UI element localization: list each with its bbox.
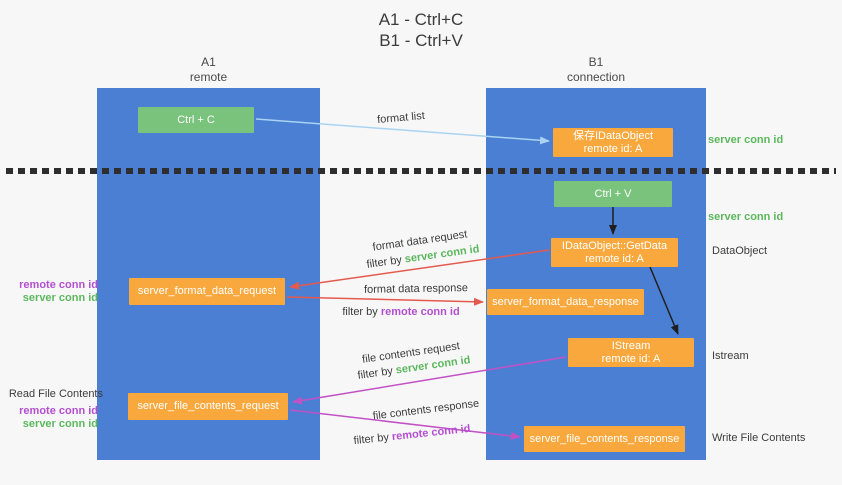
box-ctrl-c: Ctrl + C xyxy=(138,107,254,133)
side-remote-conn-id-1: remote conn id xyxy=(19,279,98,291)
server-file-contents-response-label: server_file_contents_response xyxy=(529,432,680,445)
side-istream: Istream xyxy=(712,350,749,362)
lifeline-a1-role: remote xyxy=(189,70,228,84)
side-write-file-contents: Write File Contents xyxy=(712,432,806,444)
istream-line1: IStream xyxy=(611,339,651,352)
side-server-conn-id-1-left: server conn id xyxy=(22,292,98,304)
side-server-conn-id-2-left: server conn id xyxy=(22,418,98,430)
ctrl-v-label: Ctrl + V xyxy=(594,187,632,200)
lifeline-header-a1: A1 remote xyxy=(97,55,320,85)
title-line-2: B1 - Ctrl+V xyxy=(379,31,463,50)
server-format-data-response-label: server_format_data_response xyxy=(492,295,639,308)
ctrl-c-label: Ctrl + C xyxy=(177,113,215,126)
box-server-format-data-response: server_format_data_response xyxy=(487,289,644,315)
arrow-getdata-to-istream xyxy=(649,266,679,335)
label-filter-by-remote-conn-id-1: filter by remote conn id xyxy=(342,306,459,318)
getdata-line2: remote id: A xyxy=(585,252,644,265)
filter-by-text: filter by xyxy=(342,306,378,318)
arrow-format-list xyxy=(255,118,550,145)
diagram-title: A1 - Ctrl+C B1 - Ctrl+V xyxy=(0,9,842,51)
side-server-conn-id-top: server conn id xyxy=(708,134,784,146)
arrow-format-data-response xyxy=(286,296,484,306)
server-file-contents-request-label: server_file_contents_request xyxy=(137,400,279,412)
save-idataobject-line1: 保存IDataObject xyxy=(572,129,654,142)
remote-conn-id-text: remote conn id xyxy=(380,306,460,318)
box-idataobject-getdata: IDataObject::GetData remote id: A xyxy=(551,238,678,267)
lifeline-b1-name: B1 xyxy=(588,55,604,69)
server-format-data-request-label: server_format_data_request xyxy=(137,285,277,297)
box-server-format-data-request: server_format_data_request xyxy=(129,278,285,305)
lifeline-b1-role: connection xyxy=(566,70,626,84)
side-server-conn-id-mid: server conn id xyxy=(708,211,784,223)
side-remote-conn-id-2: remote conn id xyxy=(19,405,98,417)
box-server-file-contents-request: server_file_contents_request xyxy=(128,393,288,420)
save-idataobject-line2: remote id: A xyxy=(583,142,643,155)
lifeline-header-b1: B1 connection xyxy=(486,55,706,85)
arrow-file-contents-response xyxy=(289,409,521,440)
arrow-file-contents-request xyxy=(292,356,567,405)
box-server-file-contents-response: server_file_contents_response xyxy=(524,426,685,452)
box-ctrl-v: Ctrl + V xyxy=(554,181,672,207)
label-format-data-response: format data response xyxy=(363,282,469,296)
side-dataobject: DataObject xyxy=(712,245,768,257)
arrow-format-data-request xyxy=(289,249,550,290)
istream-line2: remote id: A xyxy=(601,352,661,365)
title-line-1: A1 - Ctrl+C xyxy=(378,10,464,29)
lifeline-a1-name: A1 xyxy=(201,55,216,69)
box-istream: IStream remote id: A xyxy=(568,338,694,367)
getdata-line1: IDataObject::GetData xyxy=(561,239,668,252)
side-read-file-contents: Read File Contents xyxy=(8,388,103,400)
box-save-idataobject: 保存IDataObject remote id: A xyxy=(553,128,673,157)
